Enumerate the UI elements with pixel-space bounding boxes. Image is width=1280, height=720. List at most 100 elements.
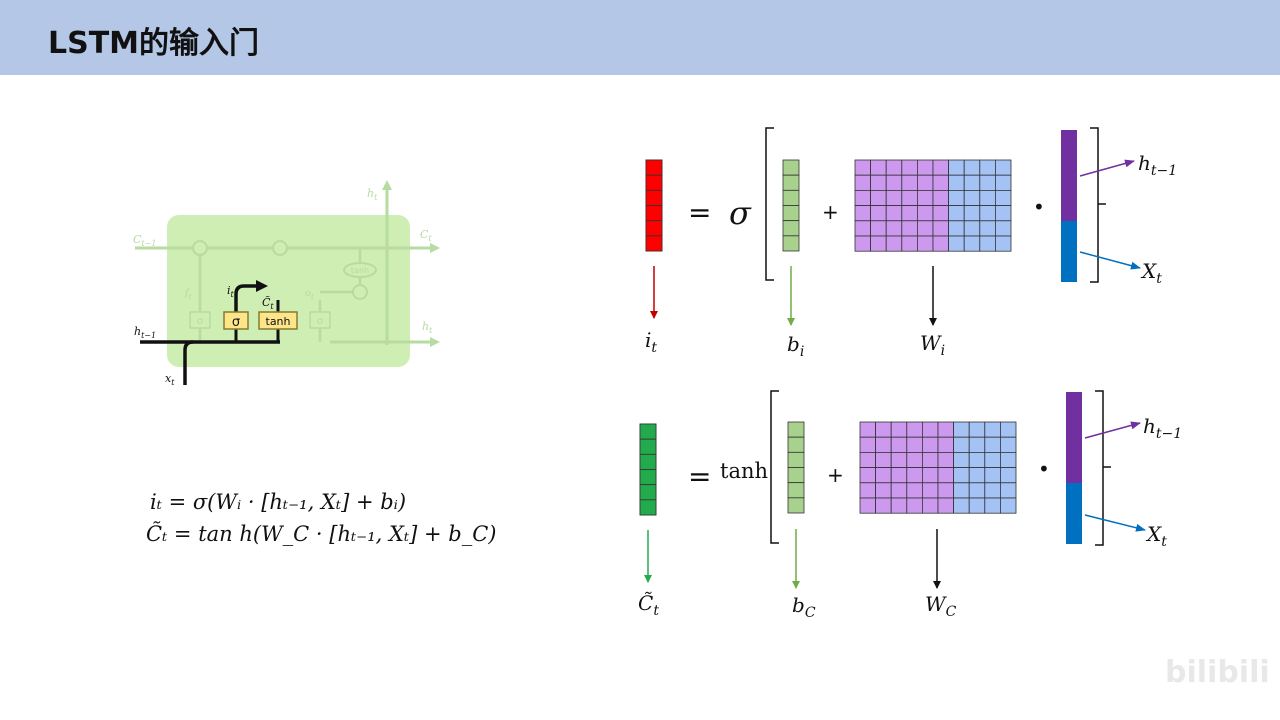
matrix-cell [906,467,923,484]
sigma-function: σ [729,194,752,232]
matrix-cell [1000,482,1017,499]
bias-cell [787,467,805,484]
matrix-cell [870,235,887,252]
x-arrow-bottom [1084,514,1146,532]
matrix-cell [948,159,965,176]
vector-cell [645,235,663,252]
matrix-cell [854,205,872,222]
x-vector-part-bottom [1066,483,1082,544]
matrix-cell [875,497,892,514]
h-arrow-bottom [1084,421,1141,439]
matrix-cell [885,174,903,191]
matrix-cell [984,421,1001,438]
matrix-cell [937,497,955,514]
lstm-cell-diagram: tanh σ σ Ct−1 Ct ht ht ft ot σ tanh it C… [133,180,440,387]
plus-sign-top: + [822,200,839,224]
bias-cell [787,451,805,468]
h-prev-label: ht−1 [134,325,156,340]
matrix-cell [859,451,877,468]
matrix-cell [901,205,918,222]
matrix-cell [995,189,1012,206]
x-in-label: xt [165,372,175,387]
matrix-cell [917,220,934,237]
matrix-cell [917,189,934,206]
bias-cell [782,220,800,237]
matrix-cell [979,159,996,176]
tanh-gate-box [258,311,298,330]
matrix-cell [885,189,903,206]
matrix-cell [968,451,986,468]
matrix-cell [917,235,934,252]
matrix-cell [1000,436,1017,453]
right-bracket-bottom [1095,390,1104,546]
c-prev-label: Ct−1 [133,233,156,248]
matrix-cell [968,467,986,484]
matrix-cell [1000,421,1017,438]
matrix-cell [885,205,903,222]
matrix-cell [885,159,903,176]
bias-vector-c [787,421,805,514]
matrix-cell [906,436,923,453]
matrix-cell [963,189,981,206]
matrix-cell [875,482,892,499]
matrix-cell [979,205,996,222]
vector-cell [639,453,657,470]
tanh-gate-label: tanh [266,315,291,328]
bc-label: bC [792,593,816,621]
matrix-cell [953,497,970,514]
f-label: ft [184,288,192,301]
matrix-cell [875,451,892,468]
vector-cell [639,438,657,455]
matrix-cell [890,497,908,514]
output-gate-box [309,311,331,329]
matrix-cell [937,482,955,499]
sigma-gate-label: σ [232,315,240,330]
matrix-cell [937,421,955,438]
bias-cell [782,189,800,206]
x-vector-part-top [1061,221,1077,282]
title-bar [0,0,1280,75]
matrix-cell [995,220,1012,237]
matrix-cell [870,189,887,206]
bias-cell [787,421,805,438]
matrix-cell [870,205,887,222]
bias-cell [782,235,800,252]
left-bracket-top [765,127,774,281]
matrix-cell [1000,451,1017,468]
tanh-function: tanh [720,459,768,483]
formula-input-gate: iₜ = σ(Wᵢ · [hₜ₋₁, Xₜ] + bᵢ) [150,490,407,514]
left-bracket-bottom [770,390,779,544]
x-label-bottom: Xt [1145,522,1167,550]
forget-multiply-node [192,240,208,256]
matrix-cell [932,189,950,206]
matrix-cell [932,174,950,191]
bias-vector-i [782,159,800,252]
matrix-cell [922,482,939,499]
matrix-cell [870,159,887,176]
matrix-cell [979,220,996,237]
matrix-cell [995,235,1012,252]
weight-matrix-i [854,159,1012,252]
matrix-cell [875,436,892,453]
matrix-cell [870,220,887,237]
wi-label: Wi [920,331,945,359]
matrix-cell [859,497,877,514]
matrix-cell [932,159,950,176]
matrix-cell [953,467,970,484]
faint-sigma-output: σ [317,316,324,327]
matrix-cell [984,436,1001,453]
matrix-cell [984,497,1001,514]
equals-sign-bottom: = [688,460,711,493]
matrix-cell [906,497,923,514]
matrix-cell [984,482,1001,499]
c-next-label: Ct [420,228,432,243]
matrix-cell [948,235,965,252]
matrix-cell [917,159,934,176]
vector-cell [645,189,663,206]
matrix-cell [859,421,877,438]
matrix-cell [937,436,955,453]
matrix-cell [979,189,996,206]
matrix-cell [859,482,877,499]
matrix-cell [901,235,918,252]
